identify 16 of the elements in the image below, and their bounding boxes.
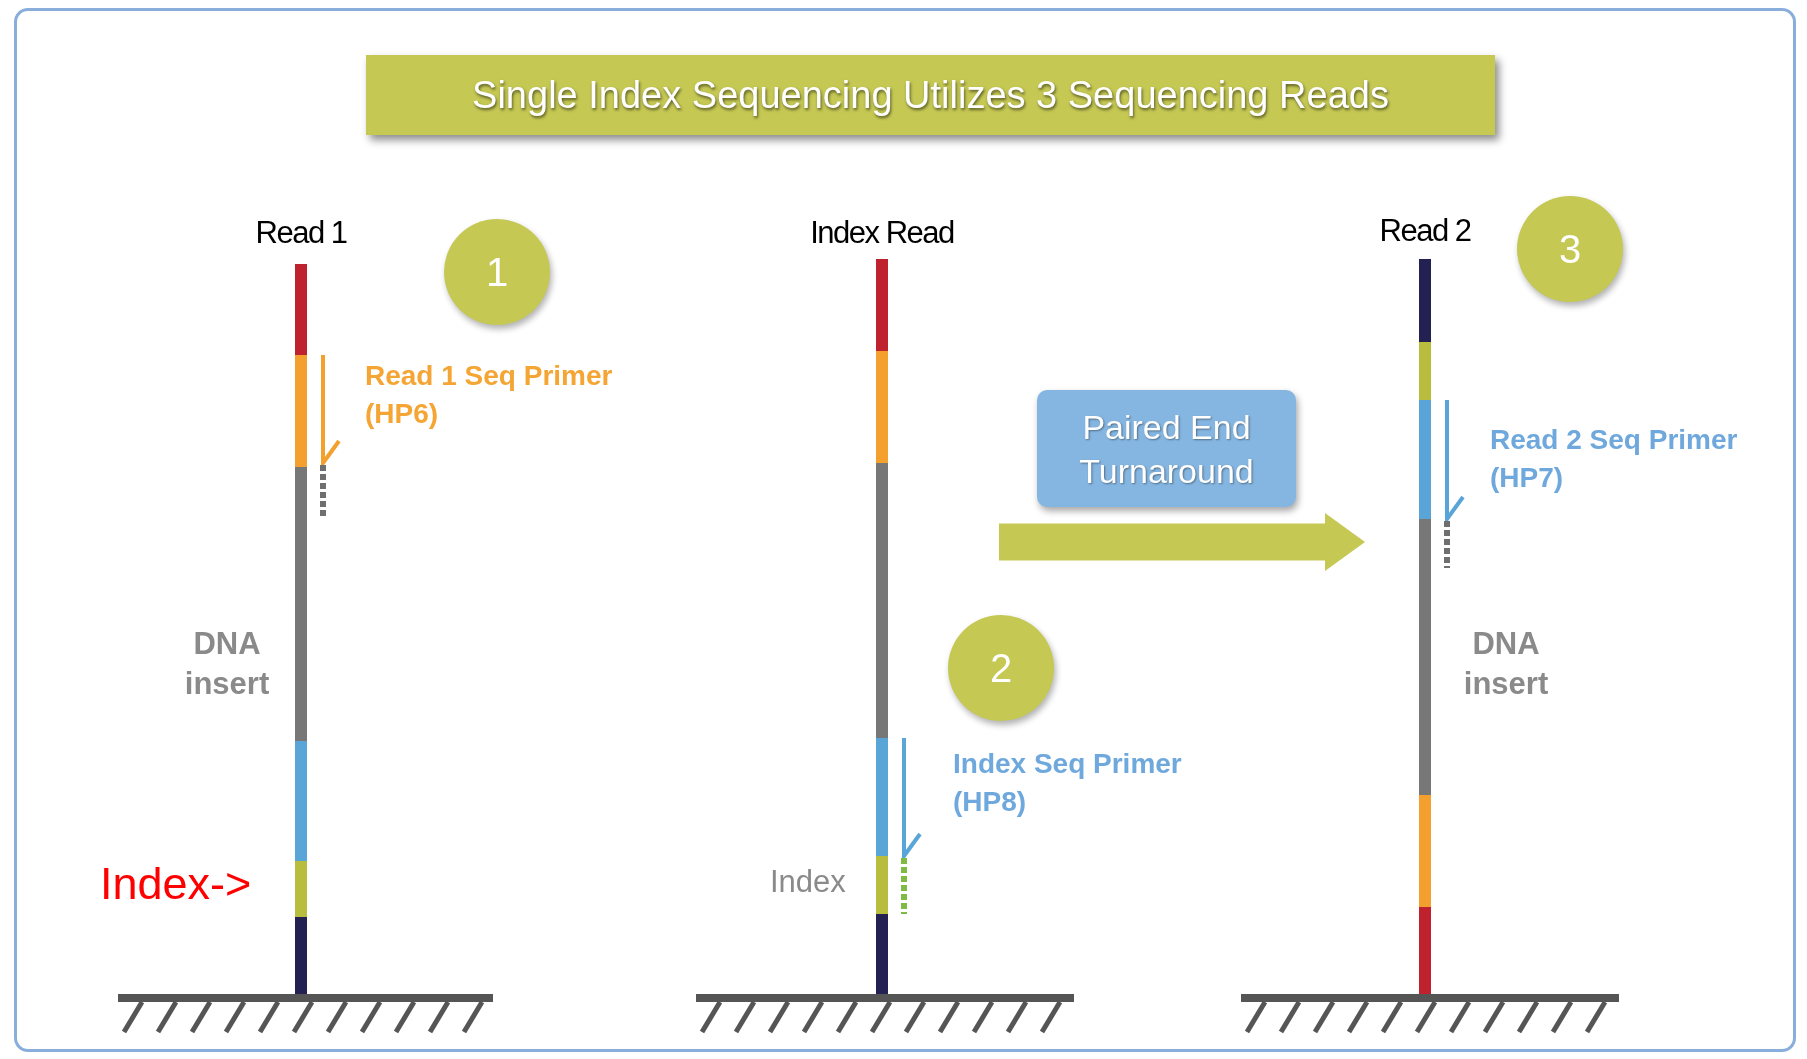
- read-heading: Index Read: [810, 215, 954, 251]
- annotation-text: Index Seq Primer (HP8): [953, 747, 1183, 819]
- step-number-circle: 3: [1517, 196, 1623, 302]
- read-heading: Read 1: [255, 215, 347, 251]
- process-box: Paired End Turnaround: [1037, 390, 1296, 507]
- turnaround-arrow: [999, 513, 1365, 571]
- annotation-text: Read 1 Seq Primer (HP6): [365, 359, 614, 431]
- annotation-text: Read 2 Seq Primer (HP7): [1490, 423, 1739, 495]
- annotation-text: DNA insert: [1462, 625, 1550, 703]
- annotation-text: DNA insert: [183, 625, 271, 703]
- title-banner: Single Index Sequencing Utilizes 3 Sequencing Reads: [366, 55, 1495, 135]
- step-number-circle: 1: [444, 219, 550, 325]
- annotation-text: Index: [770, 863, 847, 901]
- read-heading: Read 2: [1379, 213, 1471, 249]
- annotation-text: Index->: [100, 858, 253, 910]
- step-number-circle: 2: [948, 615, 1054, 721]
